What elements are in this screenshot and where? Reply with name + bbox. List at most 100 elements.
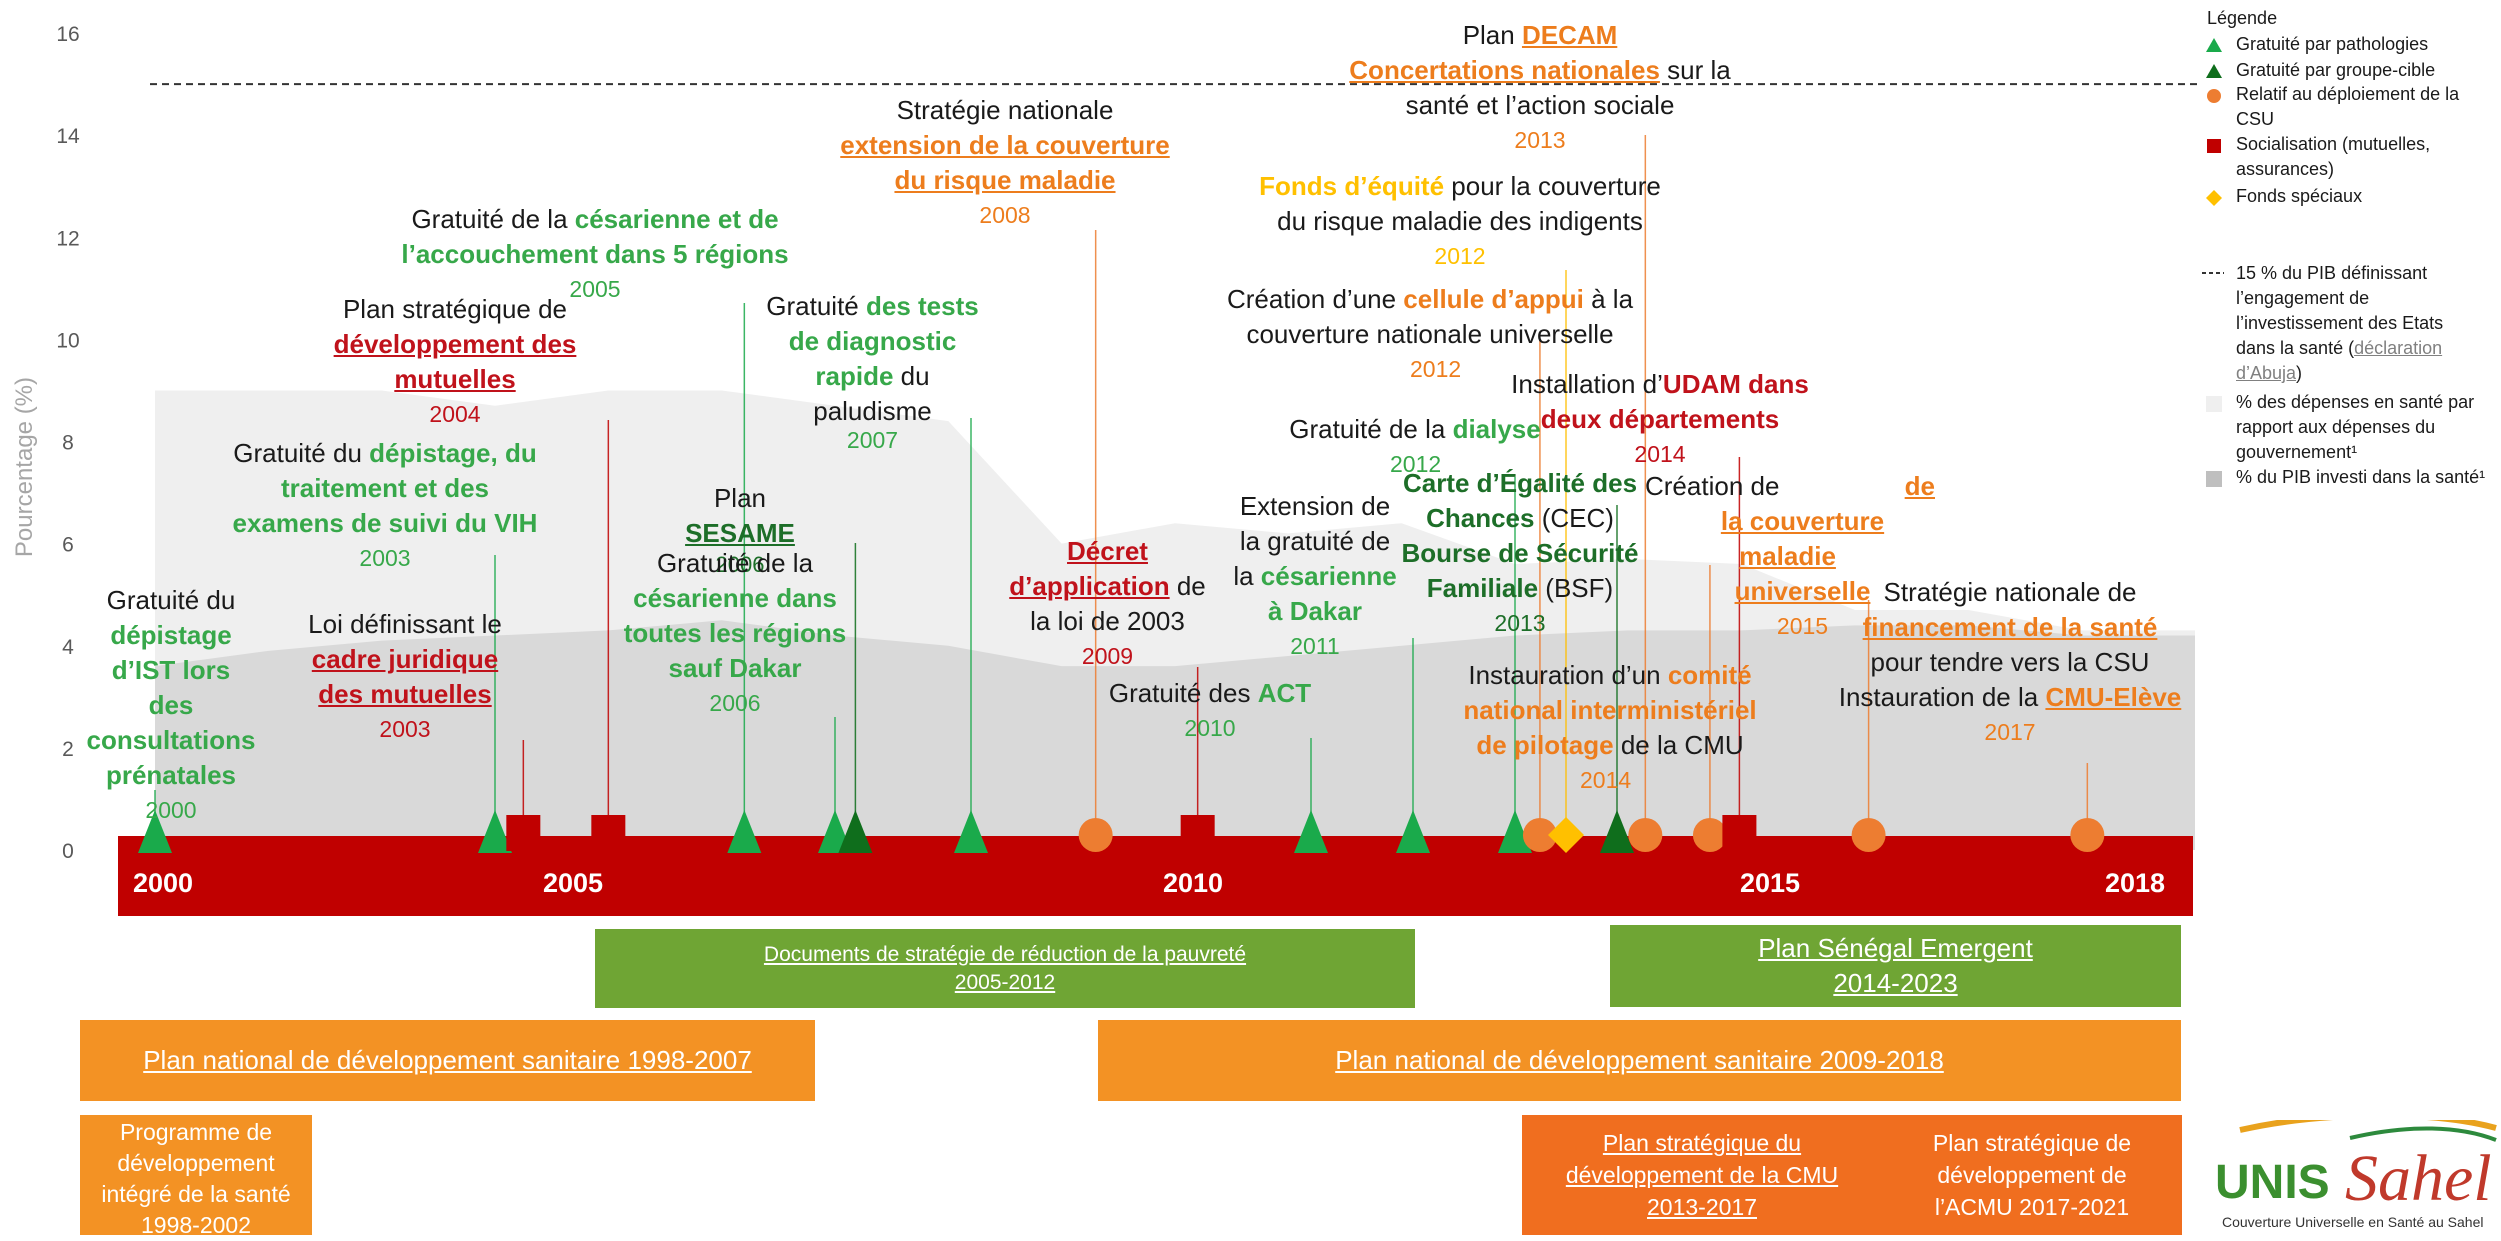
year-tick-label: 2018	[2105, 868, 2165, 898]
program-pdis-l2: développement	[117, 1150, 275, 1176]
marker-triangle	[1600, 810, 1634, 853]
event-2014-udam: Installation d’UDAM dans deux départemen…	[1490, 367, 1830, 471]
legend-item-tri-dark: Gratuité par groupe-cible	[2206, 58, 2496, 83]
event-2013-decam-l2b: sur la	[1659, 55, 1731, 85]
event-2009-l1: Décret	[1067, 536, 1148, 566]
event-2007-year: 2007	[846, 427, 899, 453]
event-2007: Gratuité des tests de diagnostic rapide …	[760, 289, 985, 457]
triangle-dark-icon	[2206, 64, 2222, 78]
marker-triangle	[727, 810, 762, 853]
event-2005-l1b: césarienne et de	[574, 204, 779, 234]
program-pnds-2009: Plan national de développement sanitaire…	[1098, 1020, 2181, 1101]
area-series-1	[155, 620, 2195, 850]
event-2005-l1a: Gratuité de la	[411, 204, 575, 234]
event-2014-udam-year: 2014	[1634, 441, 1686, 467]
marker-circle	[1078, 818, 1113, 852]
event-2000-l1: Gratuité du	[106, 585, 236, 615]
program-ps-acmu-l3: l’ACMU 2017-2021	[1934, 1194, 2130, 1220]
event-2012-dialyse-l1a: Gratuité de la	[1289, 414, 1453, 444]
event-2009-l2b: de	[1169, 571, 1206, 601]
event-2013-decam-year: 2013	[1514, 127, 1566, 153]
legend-tri-light-label: Gratuité par pathologies	[2236, 34, 2429, 54]
marker-triangle	[478, 810, 512, 853]
event-2011-year: 2011	[1290, 633, 1340, 659]
marker-diamond	[1548, 817, 1584, 853]
event-2012-cellule: Création d’une cellule d’appui à la couv…	[1215, 282, 1645, 386]
y-tick-label: 0	[62, 840, 74, 863]
legend-item-circle: Relatif au déploiement de la CSU	[2207, 82, 2496, 132]
logo-tagline: Couverture Universelle en Santé au Sahel	[2222, 1214, 2484, 1230]
event-2007-l3a: rapide	[815, 361, 894, 391]
event-2003-vih-l2: traitement et des	[280, 473, 490, 503]
y-tick-label: 10	[56, 329, 79, 352]
event-2003-loi-l1: Loi définissant le	[308, 609, 502, 639]
program-pdis-l1: Programme de	[119, 1119, 273, 1145]
program-psd-cmu-l1: Plan stratégique du	[1602, 1130, 1802, 1156]
program-pnds-2009-l1: Plan national de développement sanitaire…	[1335, 1045, 1944, 1075]
event-2004: Plan stratégique de développement des mu…	[310, 292, 600, 431]
event-2009-l2a: d’application	[1009, 571, 1170, 601]
legend-dashed-label: 15 % du PIB définissant l’engagement de …	[2236, 263, 2444, 358]
event-2015-year: 2015	[1776, 613, 1829, 639]
program-ps-acmu-l1: Plan stratégique de	[1932, 1130, 2132, 1156]
event-2005: Gratuité de la césarienne et de l’accouc…	[385, 202, 805, 306]
event-2000: Gratuité du dépistage d’IST lors des con…	[86, 583, 256, 827]
legend-abuja-link[interactable]: déclaration d’Abuja	[2236, 338, 2443, 383]
year-tick-label: 2000	[133, 868, 193, 898]
marker-square	[1180, 815, 1215, 851]
marker-square	[591, 815, 626, 851]
square-icon	[2207, 139, 2221, 153]
legend-title-text: Légende	[2207, 8, 2278, 28]
event-2010-l1b: ACT	[1257, 678, 1312, 708]
event-2006-cesarienne-l2: césarienne dans	[633, 583, 837, 613]
legend-item-square: Socialisation (mutuelles, assurances)	[2207, 132, 2496, 182]
light-area-swatch-icon	[2206, 396, 2222, 412]
marker-triangle	[138, 810, 172, 853]
event-2009-year: 2009	[1081, 643, 1134, 669]
event-2015-l3: universelle	[1734, 576, 1871, 606]
legend-dark-area-label: % du PIB investi dans la santé¹	[2236, 467, 2486, 487]
event-2013-decam-l1a: Plan	[1462, 20, 1522, 50]
year-band	[118, 836, 2193, 916]
event-2013-cec: Carte d’Égalité des Chances (CEC) Bourse…	[1385, 466, 1655, 640]
program-pdis: Programme de développement intégré de la…	[80, 1115, 312, 1238]
event-2014-udam-l2: deux départements	[1540, 404, 1780, 434]
y-tick-label: 4	[62, 636, 74, 659]
program-pdis-l3: intégré de la santé	[101, 1181, 291, 1207]
marker-circle	[1628, 818, 1663, 852]
program-pse-l1: Plan Sénégal Emergent	[1758, 933, 2033, 963]
event-2012-cellule-l1c: à la	[1583, 284, 1634, 314]
y-axis-label: Pourcentage (%)	[11, 377, 38, 557]
legend-diamond-label: Fonds spéciaux	[2236, 186, 2363, 206]
event-2013-decam-l1b: DECAM	[1521, 20, 1618, 50]
event-2011-l3a: la	[1233, 561, 1261, 591]
event-2006-cesarienne-l4: sauf Dakar	[668, 653, 802, 683]
logo-brand-sahel: Sahel	[2345, 1142, 2492, 1215]
program-ps-acmu: Plan stratégique de développement de l’A…	[1882, 1115, 2182, 1235]
event-2014-comite-year: 2014	[1580, 767, 1632, 793]
event-2004-year: 2004	[429, 401, 481, 427]
event-2011-l1: Extension de	[1239, 491, 1391, 521]
event-2003-vih-year: 2003	[359, 545, 411, 571]
program-dsrp-l1: Documents de stratégie de réduction de l…	[763, 942, 1247, 966]
event-2003-vih-l1a: Gratuité du	[233, 438, 370, 468]
legend-tri-dark-label: Gratuité par groupe-cible	[2236, 60, 2436, 80]
event-2012-fonds-l1a: Fonds d’équité	[1259, 171, 1445, 201]
y-tick-label: 8	[62, 432, 74, 455]
event-2013-decam: Plan DECAM Concertations nationales sur …	[1320, 18, 1760, 157]
event-2005-year: 2005	[569, 276, 621, 302]
event-2000-l2: dépistage	[110, 620, 232, 650]
event-2009-l3: la loi de 2003	[1030, 606, 1185, 636]
event-2008-l2: extension de la couverture	[840, 130, 1170, 160]
event-2003-loi-l3: des mutuelles	[318, 679, 492, 709]
event-2008-l1: Stratégie nationale	[896, 95, 1114, 125]
program-ps-acmu-l2: développement de	[1937, 1162, 2127, 1188]
marker-triangle	[1294, 810, 1328, 853]
marker-circle	[1851, 818, 1886, 852]
legend-item-dark-area: % du PIB investi dans la santé¹	[2206, 465, 2501, 490]
unis-sahel-logo: UNIS Sahel Couverture Universelle en San…	[2200, 1112, 2500, 1235]
event-2013-cec-l4a: Familiale	[1426, 573, 1539, 603]
event-2015-l2: la couverture maladie	[1720, 506, 1885, 571]
event-2013-cec-year: 2013	[1494, 610, 1546, 636]
triangle-light-icon	[2206, 38, 2222, 52]
